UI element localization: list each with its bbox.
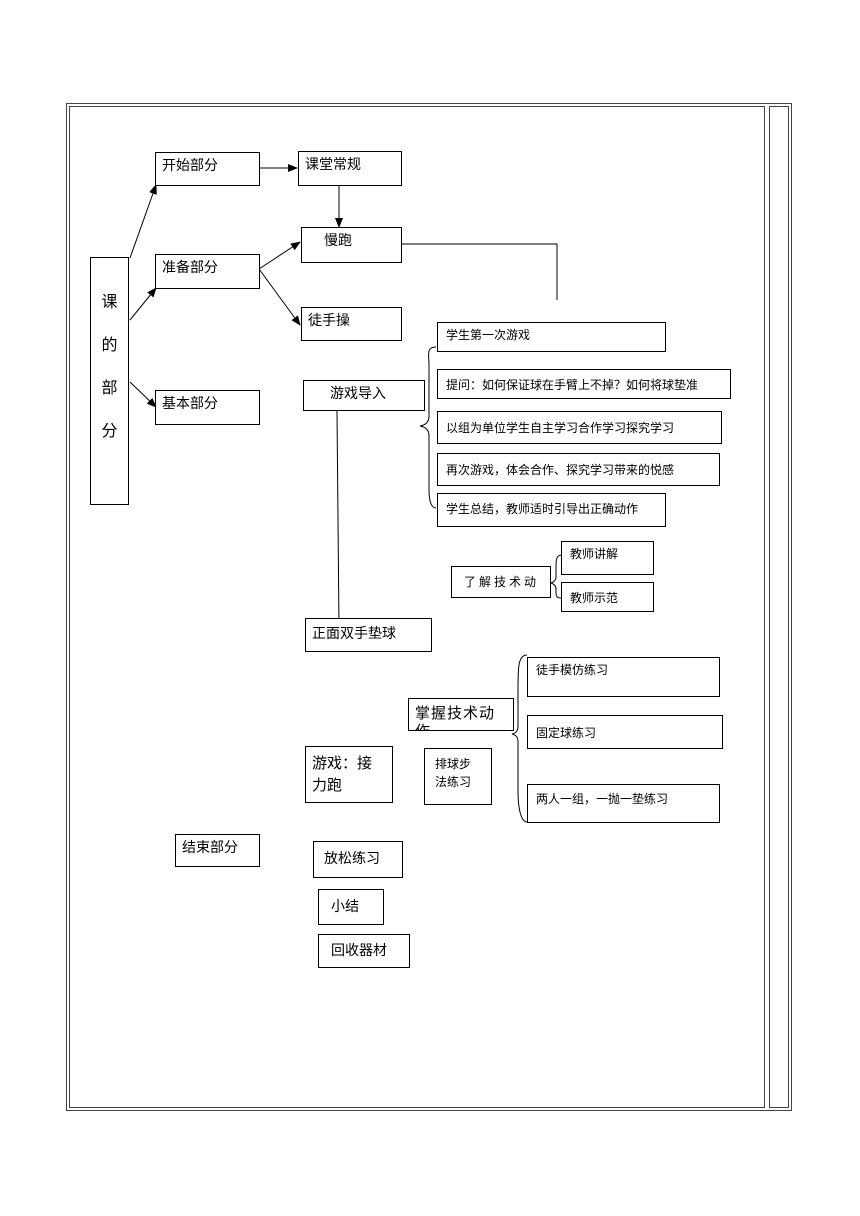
brace-understand: [549, 554, 563, 599]
end-item-1: 放松练习: [313, 841, 403, 878]
master-item-3: 两人一组，一抛一垫练习: [527, 784, 720, 823]
brace-game-steps: [419, 346, 437, 509]
end-item-3: 回收器材: [318, 934, 410, 968]
table-cell-side-column: [769, 106, 789, 1108]
section-prep: 准备部分: [155, 254, 260, 289]
section-basic: 基本部分: [155, 390, 260, 425]
node-main-skill: 正面双手垫球: [305, 618, 432, 652]
node-understand: 了解技术动: [451, 566, 551, 598]
node-master: 掌握技术动作: [408, 698, 514, 731]
node-relay-game: 游戏：接力跑: [305, 746, 393, 803]
jog-connector-line: [402, 243, 558, 300]
section-start: 开始部分: [155, 152, 260, 186]
node-jog: 慢跑: [301, 227, 402, 263]
node-game-intro: 游戏导入: [303, 380, 425, 411]
node-footwork: 排球步法练习: [424, 748, 492, 805]
arrow-prep-calisthenics: [258, 268, 301, 326]
game-step-1: 学生第一次游戏: [437, 322, 666, 352]
game-step-2: 提问：如何保证球在手臂上不掉？如何将球垫准: [437, 369, 731, 399]
arrow-game-main-skill: [334, 410, 343, 629]
understand-item-1: 教师讲解: [561, 541, 654, 575]
game-step-3: 以组为单位学生自主学习合作学习探究学习: [437, 411, 722, 444]
arrow-root-start: [129, 184, 157, 259]
master-item-1: 徒手模仿练习: [527, 657, 720, 697]
table-cell-content: [69, 106, 765, 1108]
node-calisthenics: 徒手操: [301, 307, 402, 341]
master-item-2: 固定球练习: [527, 715, 723, 749]
table-border-outer: [66, 103, 792, 1111]
arrow-root-prep: [129, 287, 157, 321]
game-step-4: 再次游戏，体会合作、探究学习带来的悦感: [437, 453, 720, 486]
arrow-prep-jog: [258, 241, 301, 270]
node-routine: 课堂常规: [298, 151, 402, 186]
understand-item-2: 教师示范: [561, 582, 654, 612]
root-node: 课的部分: [90, 257, 129, 505]
section-end: 结束部分: [175, 834, 260, 867]
arrow-root-basic: [129, 381, 157, 408]
brace-master: [511, 654, 528, 823]
end-item-2: 小结: [318, 889, 384, 925]
game-step-5: 学生总结，教师适时引导出正确动作: [437, 493, 666, 527]
